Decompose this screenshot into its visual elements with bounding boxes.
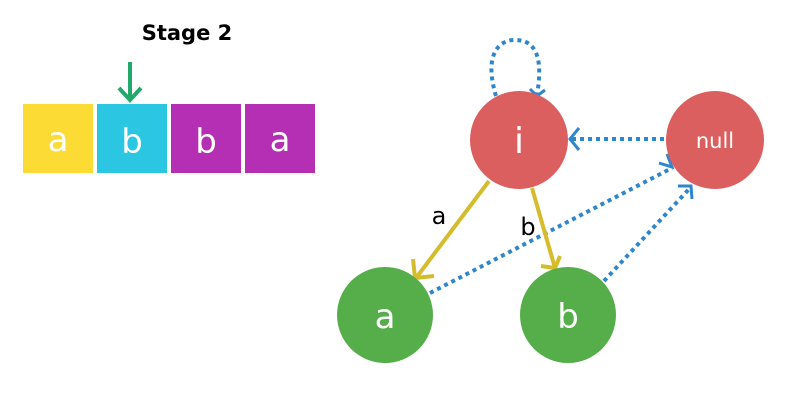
cell-char: b (121, 122, 143, 162)
node-i (470, 91, 568, 189)
edge-i-b (530, 187, 557, 269)
stage-title: Stage 2 (142, 21, 233, 45)
edge-i-a (414, 179, 491, 280)
node-a (337, 267, 433, 363)
pointer-arrow-icon (117, 62, 143, 103)
node-label-b: b (557, 297, 579, 337)
cell-char: a (48, 120, 69, 160)
edge-arrowhead-icon (540, 255, 562, 271)
fail-arrowheads-icon (528, 87, 694, 200)
node-null (666, 91, 764, 189)
string-cell (171, 104, 241, 173)
string-cell (23, 104, 93, 173)
fail-link-b-null (602, 186, 692, 283)
fail-link-i-self (489, 37, 542, 97)
node-label-null: null (696, 129, 734, 153)
edge-label-b: b (520, 213, 535, 241)
cell-char: a (270, 120, 291, 160)
fail-link-a-null (429, 166, 673, 295)
string-cells: a b b a (23, 104, 315, 173)
node-label-a: a (375, 297, 396, 337)
node-label-i: i (514, 121, 524, 162)
node-b (520, 267, 616, 363)
cell-char: b (195, 122, 217, 162)
string-cell (97, 104, 167, 173)
edge-label-a: a (432, 202, 447, 230)
string-cell (245, 104, 315, 173)
